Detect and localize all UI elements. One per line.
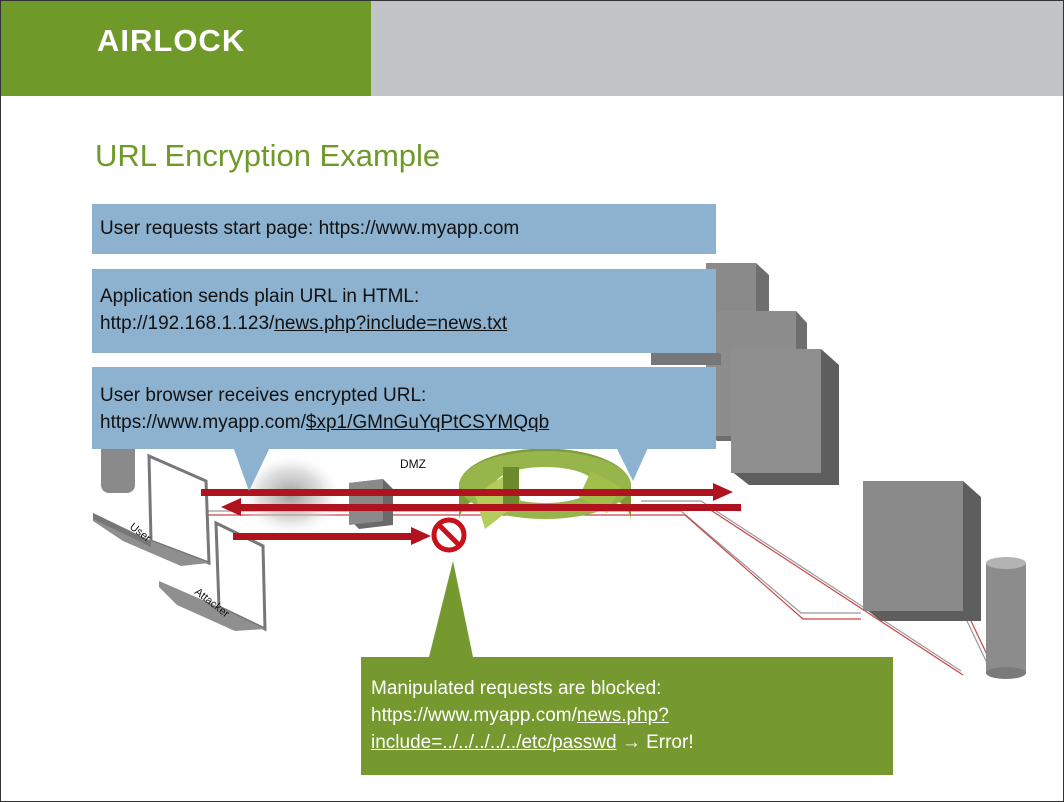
callout-start-page: User requests start page: https://www.my… [92, 204, 716, 254]
user-laptop-icon [93, 441, 211, 566]
blocked-host: https://www.myapp.com/ [371, 705, 577, 726]
encrypted-url-line1: User browser receives encrypted URL: [100, 385, 427, 406]
traffic-arrows [201, 483, 741, 545]
slide-title: URL Encryption Example [95, 138, 441, 173]
plain-url-line2: http://192.168.1.123/news.php?include=ne… [100, 310, 716, 337]
callout-pointer-right [613, 441, 651, 481]
header-bar [371, 1, 1063, 96]
callout-encrypted-url: User browser receives encrypted URL: htt… [92, 367, 716, 449]
dmz-label: DMZ [400, 457, 426, 471]
callout-blocked: Manipulated requests are blocked: https:… [361, 657, 893, 775]
database-icon [986, 557, 1026, 679]
blocked-link-part2: include=../../../../../etc/passwd [371, 732, 617, 753]
blocked-icon [431, 517, 467, 553]
blocked-line2: https://www.myapp.com/news.php? [371, 702, 893, 729]
start-page-text: User requests start page: https://www.my… [100, 218, 520, 239]
callout-pointer-blocked [429, 561, 473, 657]
encrypted-url-line2: https://www.myapp.com/$xp1/GMnGuYqPtCSYM… [100, 409, 716, 436]
blocked-link-part1: news.php? [576, 705, 669, 726]
header-logo-area: AIRLOCK [1, 1, 371, 96]
blocked-error-text: → Error! [616, 732, 694, 753]
airlock-gateway-icon [459, 448, 632, 529]
server-rack-icon [651, 263, 981, 621]
callout-pointer-left [231, 441, 273, 491]
callout-plain-url: Application sends plain URL in HTML: htt… [92, 269, 716, 353]
plain-url-host: http://192.168.1.123/ [100, 313, 275, 334]
encrypted-url-link: $xp1/GMnGuYqPtCSYMQqb [305, 412, 550, 433]
encrypted-url-host: https://www.myapp.com/ [100, 412, 306, 433]
blocked-line1: Manipulated requests are blocked: [371, 678, 662, 699]
plain-url-link: news.php?include=news.txt [274, 313, 508, 334]
plain-url-line1: Application sends plain URL in HTML: [100, 286, 420, 307]
blocked-line3: include=../../../../../etc/passwd → Erro… [371, 729, 893, 756]
airlock-logo: AIRLOCK [97, 23, 246, 58]
